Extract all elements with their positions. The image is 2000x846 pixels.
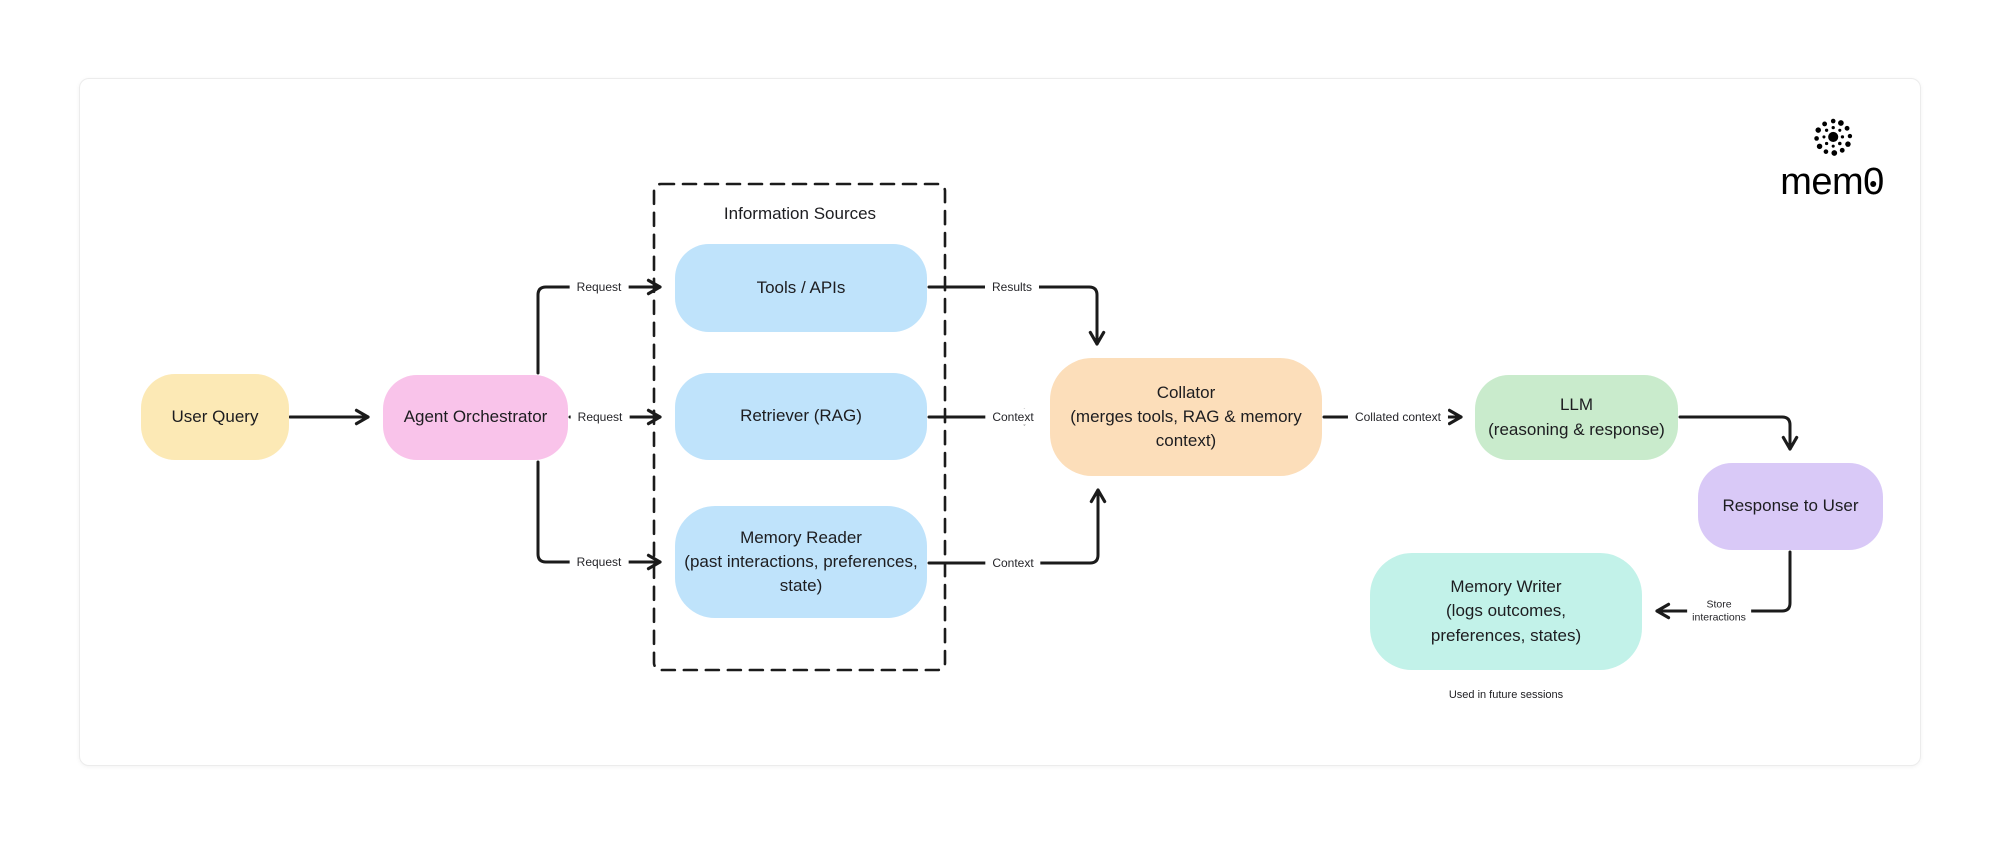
edge-label-context-mid: Context — [985, 408, 1041, 426]
edge-label-store-interactions: Store interactions — [1687, 597, 1751, 625]
node-retriever-rag: Retriever (RAG) — [675, 373, 927, 460]
mem0-wordmark: mem0 — [1780, 161, 1884, 204]
mem0-wordmark-zero: 0 — [1863, 161, 1884, 204]
edge-label-request-top: Request — [569, 278, 629, 296]
node-llm: LLM (reasoning & response) — [1475, 375, 1678, 460]
node-agent-orchestrator: Agent Orchestrator — [383, 375, 568, 460]
edge-label-results: Results — [984, 278, 1040, 296]
mem0-wordmark-prefix: mem — [1780, 161, 1864, 203]
information-sources-title: Information Sources — [723, 204, 877, 223]
dotted-burst-icon — [1814, 118, 1852, 156]
edge-label-context-bottom: Context — [985, 554, 1041, 572]
node-collator: Collator (merges tools, RAG & memory con… — [1050, 358, 1322, 476]
node-response-to-user: Response to User — [1698, 463, 1883, 550]
node-user-query: User Query — [141, 374, 289, 460]
zero-dot — [1870, 181, 1877, 188]
edge-label-request-mid: Request — [570, 408, 630, 426]
node-tools-apis: Tools / APIs — [675, 244, 927, 332]
memory-writer-caption: Used in future sessions — [1448, 689, 1564, 701]
edge-label-request-bottom: Request — [569, 553, 629, 571]
edge-label-collated-context: Collated context — [1347, 408, 1449, 426]
mem0-logo: mem0 — [1780, 116, 1884, 204]
node-memory-writer: Memory Writer (logs outcomes, preference… — [1370, 553, 1642, 670]
node-memory-reader: Memory Reader (past interactions, prefer… — [675, 506, 927, 618]
